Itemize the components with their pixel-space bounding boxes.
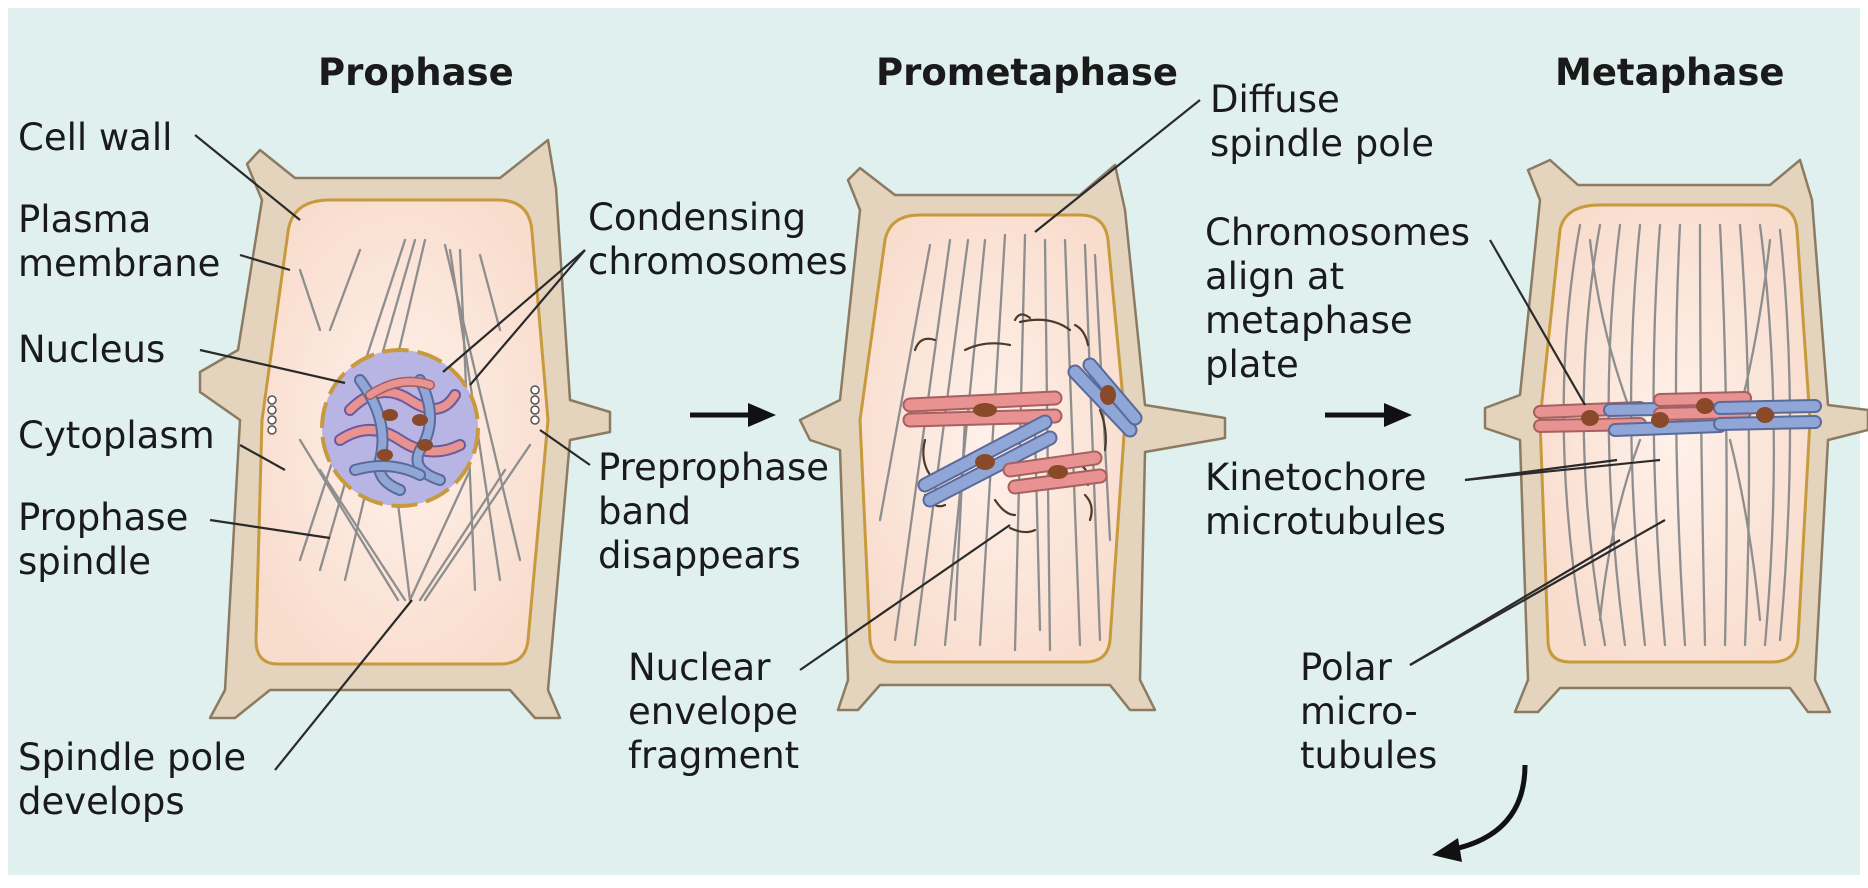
- label-nucleus: Nucleus: [18, 328, 165, 371]
- nucleus-1: [322, 350, 478, 506]
- title-prophase: Prophase: [318, 51, 514, 94]
- title-prometaphase: Prometaphase: [876, 51, 1178, 94]
- prophase-cell: [200, 140, 610, 718]
- title-metaphase: Metaphase: [1555, 51, 1784, 94]
- metaphase-cell: [1485, 160, 1868, 712]
- label-cytoplasm: Cytoplasm: [18, 414, 215, 457]
- label-condensing-chromosomes: Condensing chromosomes: [588, 196, 848, 283]
- label-kinetochore-microtubules: Kinetochore microtubules: [1205, 456, 1446, 543]
- label-cell-wall: Cell wall: [18, 116, 172, 159]
